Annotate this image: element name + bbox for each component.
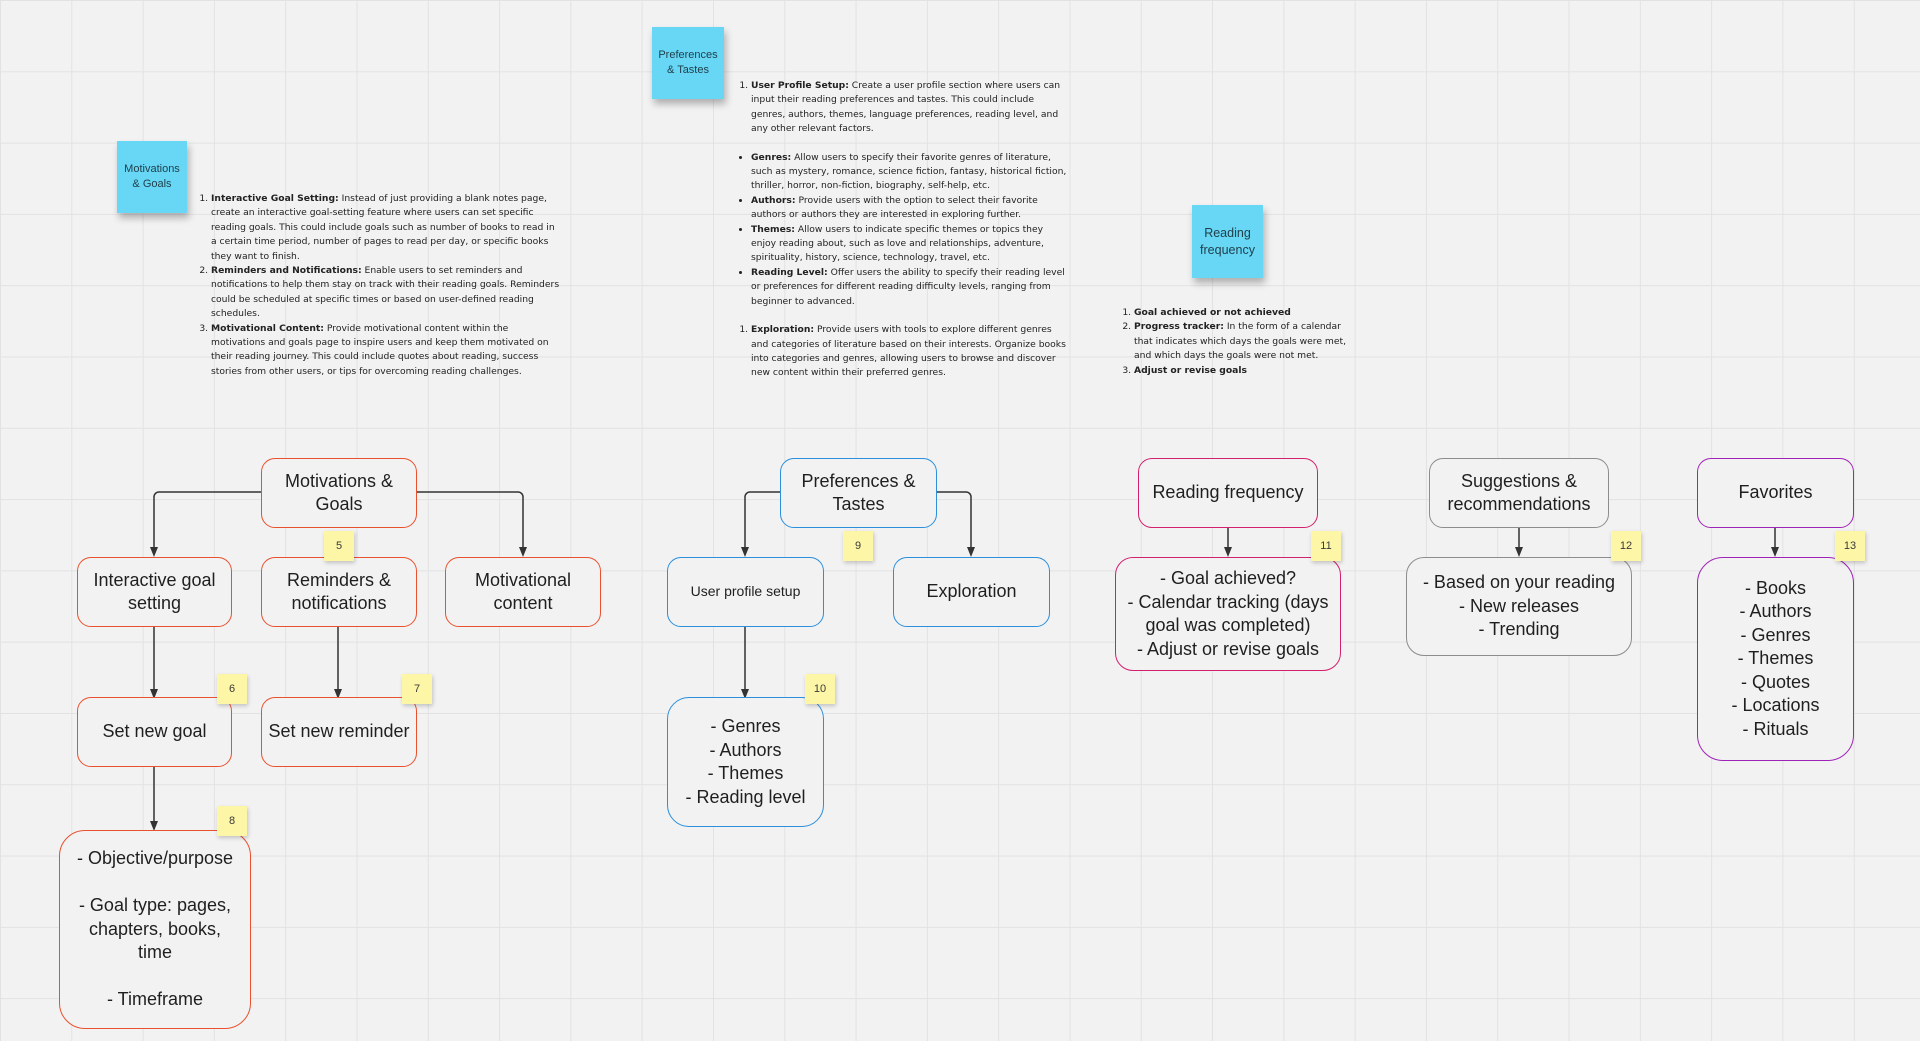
number-tag[interactable]: 13 bbox=[1835, 531, 1865, 561]
note-item: Motivational Content: Provide motivation… bbox=[211, 322, 562, 380]
notes-motivations-list: Interactive Goal Setting: Instead of jus… bbox=[200, 192, 562, 379]
note-item: Reading Level: Offer users the ability t… bbox=[751, 266, 1070, 309]
edge-preferences-to-exploration bbox=[937, 491, 975, 557]
edge-motivations-to-motivational bbox=[416, 491, 527, 557]
number-tag[interactable]: 5 bbox=[324, 531, 354, 561]
note-item: Authors: Provide users with the option t… bbox=[751, 194, 1070, 223]
node-set-new-goal[interactable]: Set new goal bbox=[77, 697, 232, 767]
number-tag[interactable]: 12 bbox=[1611, 531, 1641, 561]
sticky-motivations-goals[interactable]: Motivations & Goals bbox=[117, 141, 187, 213]
number-tag[interactable]: 11 bbox=[1311, 531, 1341, 561]
node-suggestion-sources[interactable]: - Based on your reading - New releases -… bbox=[1406, 557, 1632, 656]
node-motivational-content[interactable]: Motivational content bbox=[445, 557, 601, 627]
node-objective-details[interactable]: - Objective/purpose - Goal type: pages, … bbox=[59, 830, 251, 1029]
sticky-preferences-tastes[interactable]: Preferences & Tastes bbox=[652, 27, 724, 99]
note-item: Exploration: Provide users with tools to… bbox=[751, 323, 1070, 381]
notes-reading-list: Goal achieved or not achieved Progress t… bbox=[1123, 306, 1355, 378]
node-favorites-list[interactable]: - Books - Authors - Genres - Themes - Qu… bbox=[1697, 557, 1854, 761]
sticky-reading-frequency[interactable]: Reading frequency bbox=[1192, 205, 1263, 278]
notes-reading-frequency: Goal achieved or not achieved Progress t… bbox=[1123, 306, 1355, 378]
note-item: Themes: Allow users to indicate specific… bbox=[751, 223, 1070, 266]
number-tag[interactable]: 8 bbox=[217, 806, 247, 836]
note-item: Interactive Goal Setting: Instead of jus… bbox=[211, 192, 562, 264]
notes-motivations: Interactive Goal Setting: Instead of jus… bbox=[200, 192, 562, 379]
node-reminders-notifications[interactable]: Reminders & notifications bbox=[261, 557, 417, 627]
note-item: Goal achieved or not achieved bbox=[1134, 306, 1355, 320]
edge-preferences-to-userprofile bbox=[741, 491, 781, 557]
note-item: Reminders and Notifications: Enable user… bbox=[211, 264, 562, 322]
node-exploration[interactable]: Exploration bbox=[893, 557, 1050, 627]
node-goal-achieved-details[interactable]: - Goal achieved? - Calendar tracking (da… bbox=[1115, 557, 1341, 671]
node-genres-authors-list[interactable]: - Genres - Authors - Themes - Reading le… bbox=[667, 697, 824, 827]
number-tag[interactable]: 10 bbox=[805, 674, 835, 704]
node-reading-frequency[interactable]: Reading frequency bbox=[1138, 458, 1318, 528]
node-preferences-tastes[interactable]: Preferences & Tastes bbox=[780, 458, 937, 528]
node-favorites[interactable]: Favorites bbox=[1697, 458, 1854, 528]
node-user-profile-setup[interactable]: User profile setup bbox=[667, 557, 824, 627]
note-item: Genres: Allow users to specify their fav… bbox=[751, 151, 1070, 194]
note-item: User Profile Setup: Create a user profil… bbox=[751, 79, 1070, 137]
note-item: Progress tracker: In the form of a calen… bbox=[1134, 320, 1355, 363]
number-tag[interactable]: 6 bbox=[217, 674, 247, 704]
notes-preferences-exploration: Exploration: Provide users with tools to… bbox=[740, 323, 1070, 381]
node-set-new-reminder[interactable]: Set new reminder bbox=[261, 697, 417, 767]
node-interactive-goal-setting[interactable]: Interactive goal setting bbox=[77, 557, 232, 627]
notes-preferences-profile: User Profile Setup: Create a user profil… bbox=[740, 79, 1070, 137]
note-item: Adjust or revise goals bbox=[1134, 364, 1355, 378]
node-motivations-goals[interactable]: Motivations & Goals bbox=[261, 458, 417, 528]
notes-preferences: User Profile Setup: Create a user profil… bbox=[740, 79, 1070, 381]
number-tag[interactable]: 7 bbox=[402, 674, 432, 704]
edge-motivations-to-interactive bbox=[150, 491, 262, 557]
notes-preferences-bullets: Genres: Allow users to specify their fav… bbox=[740, 151, 1070, 309]
number-tag[interactable]: 9 bbox=[843, 531, 873, 561]
node-suggestions-recommendations[interactable]: Suggestions & recommendations bbox=[1429, 458, 1609, 528]
